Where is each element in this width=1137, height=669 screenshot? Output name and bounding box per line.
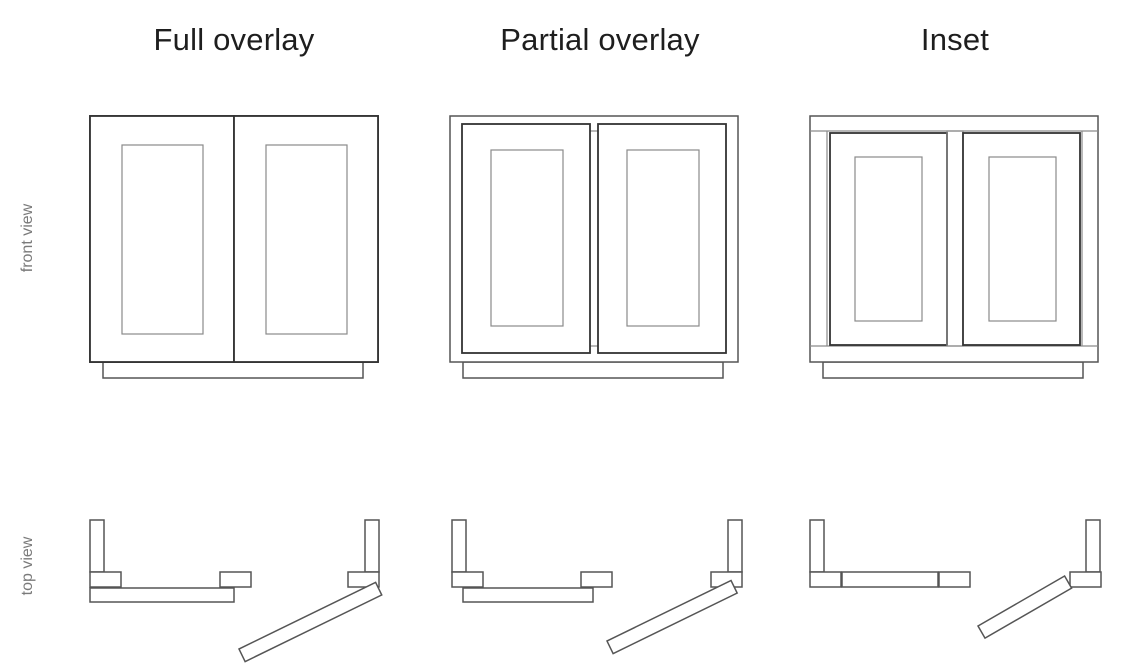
inset-top-left-side	[809, 519, 825, 573]
full-overlay-top-open-door	[237, 581, 383, 663]
full-overlay-toe-kick	[102, 361, 364, 379]
partial-overlay-top-left-side	[451, 519, 467, 573]
inset-left-door-panel	[854, 156, 923, 322]
partial-overlay-top-center-stop	[580, 571, 613, 588]
partial-overlay-top-open-door	[605, 579, 739, 655]
partial-overlay-front-view	[449, 115, 739, 379]
full-overlay-left-door-panel	[121, 144, 204, 335]
full-overlay-top-right-side	[364, 519, 380, 573]
inset-top-open-door	[976, 574, 1073, 640]
title-full-overlay: Full overlay	[153, 22, 315, 57]
full-overlay-top-view	[89, 519, 383, 663]
partial-overlay-left-door	[461, 123, 591, 354]
full-overlay-right-door-panel	[265, 144, 348, 335]
inset-toe-kick	[822, 361, 1084, 379]
inset-right-door-panel	[988, 156, 1057, 322]
partial-overlay-top-left-stop	[451, 571, 484, 588]
inset-top-center-stop	[938, 571, 971, 588]
inset-right-door	[962, 132, 1081, 346]
partial-overlay-top-closed-door	[462, 587, 594, 603]
inset-top-right-stop	[1069, 571, 1102, 588]
inset-top-closed-door	[841, 571, 939, 588]
inset-left-door	[829, 132, 948, 346]
partial-overlay-right-door-panel	[626, 149, 700, 327]
full-overlay-top-right-stop	[347, 571, 380, 588]
full-overlay-right-door	[233, 115, 379, 363]
full-overlay-top-center-stop	[219, 571, 252, 588]
partial-overlay-top-right-side	[727, 519, 743, 573]
partial-overlay-left-door-panel	[490, 149, 564, 327]
full-overlay-front-view	[89, 115, 379, 379]
inset-top-left-stop	[809, 571, 842, 588]
inset-top-right-side	[1085, 519, 1101, 573]
full-overlay-top-left-side	[89, 519, 105, 573]
full-overlay-top-closed-door	[89, 587, 235, 603]
title-partial-overlay: Partial overlay	[500, 22, 700, 57]
inset-front-view	[809, 115, 1099, 379]
partial-overlay-right-door	[597, 123, 727, 354]
full-overlay-top-left-stop	[89, 571, 122, 588]
full-overlay-left-door	[89, 115, 235, 363]
partial-overlay-toe-kick	[462, 361, 724, 379]
partial-overlay-top-view	[451, 519, 743, 655]
inset-top-view	[809, 519, 1102, 640]
title-inset: Inset	[920, 22, 990, 57]
